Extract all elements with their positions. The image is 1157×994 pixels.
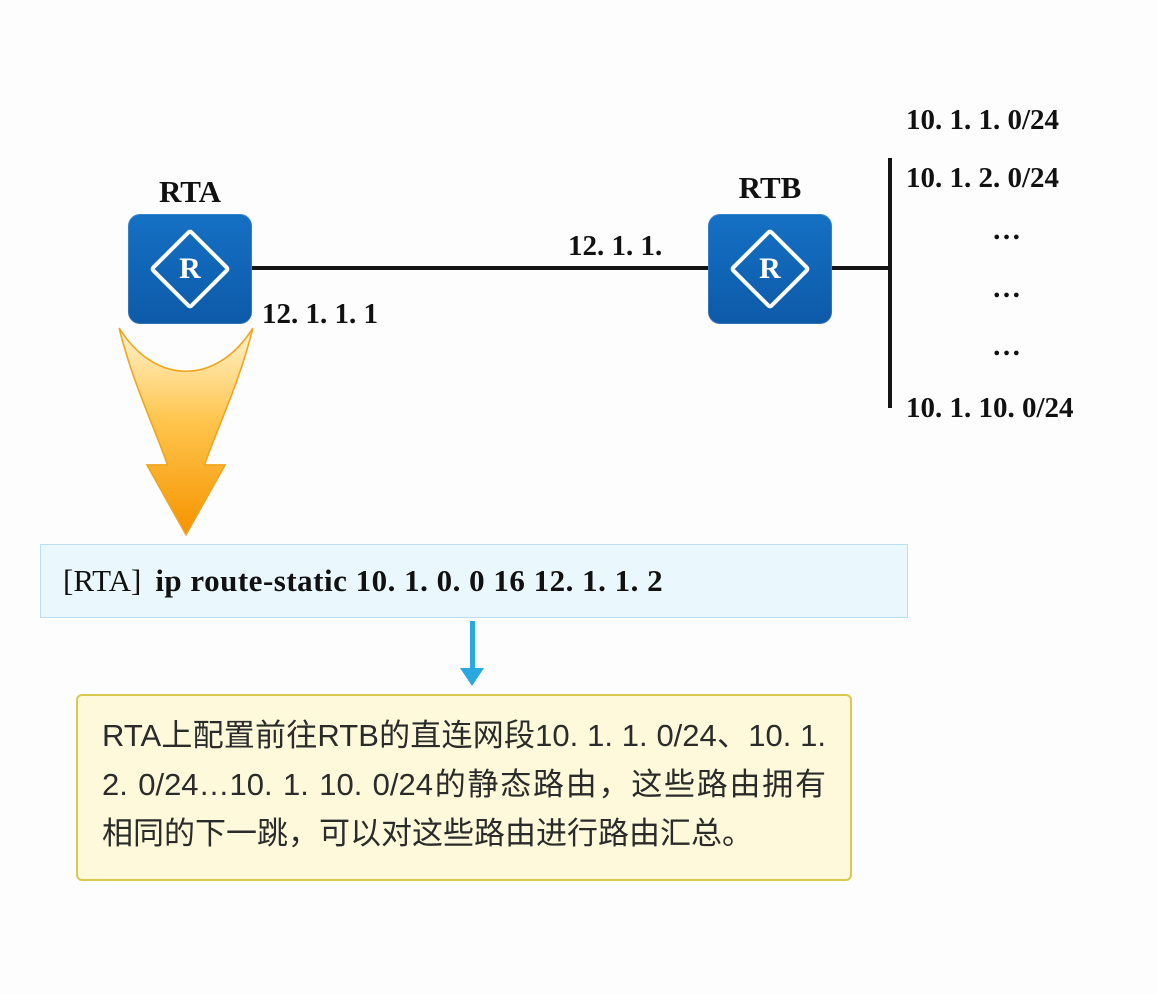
router-rtb-label: RTB xyxy=(738,170,802,205)
link-rta-rtb xyxy=(252,266,708,270)
router-letter: R xyxy=(179,252,201,285)
link-rtb-bus xyxy=(832,266,892,270)
cli-command: ip route-static 10. 1. 0. 0 16 12. 1. 1.… xyxy=(155,563,664,598)
network-segment: 10. 1. 1. 0/24 xyxy=(906,104,1060,136)
network-segment: 10. 1. 10. 0/24 xyxy=(906,392,1074,424)
cli-prompt: [RTA] xyxy=(63,563,142,598)
network-segment: 10. 1. 2. 0/24 xyxy=(906,162,1060,194)
ellipsis-label: … xyxy=(992,330,1024,362)
note-text: RTA上配置前往RTB的直连网段10. 1. 1. 0/24、10. 1. 2.… xyxy=(102,718,826,851)
network-bus-line xyxy=(888,158,892,408)
ip-label-rta-side: 12. 1. 1. 1 xyxy=(262,298,378,330)
router-letter: R xyxy=(759,252,781,285)
ip-label-rtb-side: 12. 1. 1. xyxy=(568,230,663,262)
note-box: RTA上配置前往RTB的直连网段10. 1. 1. 0/24、10. 1. 2.… xyxy=(76,694,852,881)
blue-arrow-shaft xyxy=(470,621,475,671)
router-rtb-icon: R xyxy=(708,214,832,324)
router-rta-label: RTA xyxy=(158,174,222,209)
command-box: [RTA] ip route-static 10. 1. 0. 0 16 12.… xyxy=(40,544,908,618)
ellipsis-label: … xyxy=(992,214,1024,246)
ellipsis-label: … xyxy=(992,272,1024,304)
orange-callout-arrow-icon xyxy=(118,327,254,537)
router-rta-icon: R xyxy=(128,214,252,324)
blue-arrow-head-icon xyxy=(460,668,484,686)
